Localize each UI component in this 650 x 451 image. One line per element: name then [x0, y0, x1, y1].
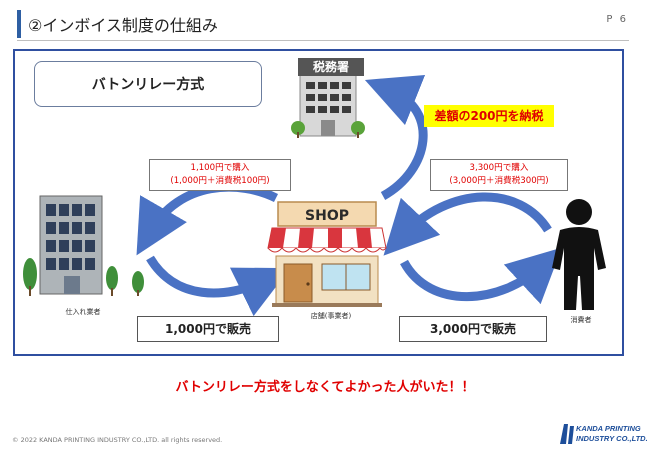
purchase-right-line1: 3,300円で購入 — [469, 163, 529, 173]
method-label: バトンリレー方式 — [91, 77, 205, 93]
shop-label: 店舗(事業者) — [310, 312, 352, 320]
tax-payment-note: 差額の200円を納税 — [424, 105, 554, 127]
logo-line-2: INDUSTRY CO.,LTD. — [576, 434, 648, 443]
shop-sign-text: SHOP — [305, 208, 349, 224]
purchase-note-right: 3,300円で購入 (3,000円＋消費税300円) — [430, 159, 568, 191]
supplier-building-icon — [23, 195, 144, 296]
arrow-shop-to-supplier — [136, 182, 279, 256]
conclusion-message: バトンリレー方式をしなくてよかった人がいた！！ — [175, 380, 475, 395]
sale-box-right: 3,000円で販売 — [399, 316, 547, 342]
logo-line-1: KANDA PRINTING — [576, 424, 641, 433]
copyright-notice: © 2022 KANDA PRINTING INDUSTRY CO.,LTD. … — [12, 436, 223, 444]
purchase-left-line1: 1,100円で購入 — [190, 163, 250, 173]
title-divider — [17, 40, 629, 41]
purchase-note-left: 1,100円で購入 (1,000円＋消費税100円) — [149, 159, 291, 191]
title-accent-bar — [17, 10, 21, 38]
diagram-frame — [13, 49, 624, 356]
consumer-label: 消費者 — [570, 316, 592, 324]
arrow-shop-to-tax-office — [364, 74, 428, 200]
company-logo-text: KANDA PRINTING INDUSTRY CO.,LTD. — [576, 424, 648, 444]
page-title: ②インボイス制度の仕組み — [28, 16, 218, 35]
sale-box-left: 1,000円で販売 — [137, 316, 279, 342]
purchase-left-line2: (1,000円＋消費税100円) — [170, 176, 270, 186]
purchase-right-line2: (3,000円＋消費税300円) — [449, 176, 549, 186]
page-number: P 6 — [606, 14, 628, 25]
consumer-icon — [552, 199, 606, 310]
tax-office-icon — [291, 73, 365, 138]
arrow-consumer-to-shop — [383, 192, 552, 256]
method-label-box: バトンリレー方式 — [34, 61, 262, 107]
shop-icon: SHOP — [267, 201, 387, 307]
supplier-label: 仕入れ業者 — [65, 308, 101, 316]
arrow-shop-to-consumer — [400, 247, 562, 305]
tax-office-label: 税務署 — [298, 58, 364, 76]
company-logo-mark — [560, 424, 574, 444]
arrow-supplier-to-shop — [146, 255, 291, 317]
